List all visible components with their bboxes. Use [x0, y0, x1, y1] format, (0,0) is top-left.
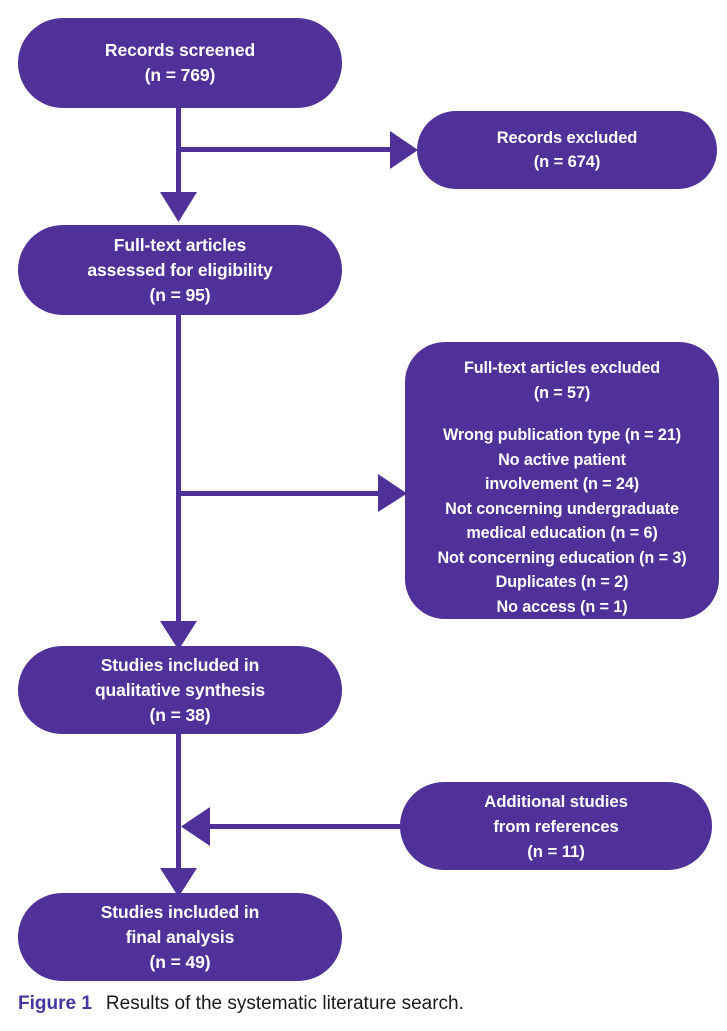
node-fulltext-excluded-reason-3b: medical education (n = 6)	[466, 524, 658, 542]
node-records-excluded: Records excluded (n = 674)	[417, 111, 717, 189]
node-fulltext-excluded-reason-2b: involvement (n = 24)	[484, 475, 640, 493]
node-records-excluded-line-2: (n = 674)	[533, 153, 601, 171]
node-studies-included-qualitative-synthesis: Studies included in qualitative synthesi…	[18, 646, 342, 734]
node-fulltext-articles-excluded: Full-text articles excluded (n = 57) Wro…	[405, 342, 719, 619]
node-records-screened-line-2: (n = 769)	[144, 65, 216, 85]
node-fulltext-assessed-line-3: (n = 95)	[149, 284, 211, 305]
node-fulltext-assessed-line-1: Full-text articles	[113, 234, 247, 255]
arrowhead-down-to-final	[160, 868, 197, 897]
arrowhead-right-to-fulltext-excluded	[378, 474, 407, 512]
connector-qualitative-to-final-line	[176, 734, 181, 870]
arrowhead-down-to-assessed	[160, 192, 197, 222]
node-qualitative-line-2: qualitative synthesis	[94, 679, 266, 700]
node-fulltext-excluded-reason-3a: Not concerning undergraduate	[445, 499, 679, 518]
node-final-line-3: (n = 49)	[149, 951, 211, 972]
node-additional-line-3: (n = 11)	[527, 841, 585, 861]
connector-assessed-to-qualitative-line	[176, 315, 181, 623]
node-fulltext-excluded-reason-2a: No active patient	[498, 450, 626, 469]
node-final-line-1: Studies included in	[100, 901, 260, 922]
node-records-screened: Records screened (n = 769)	[18, 18, 342, 108]
figure-caption-label: Figure 1	[18, 993, 92, 1014]
node-final-line-2: final analysis	[125, 926, 235, 947]
node-fulltext-excluded-reason-4: Not concerning education (n = 3)	[437, 548, 687, 567]
connector-screened-to-excluded-line	[176, 147, 390, 152]
figure-caption-text: Results of the systematic literature sea…	[105, 993, 464, 1014]
node-records-excluded-line-1: Records excluded	[496, 129, 638, 147]
node-fulltext-excluded-reason-5: Duplicates (n = 2)	[495, 573, 629, 591]
node-qualitative-line-3: (n = 38)	[149, 704, 211, 725]
node-studies-included-final-analysis: Studies included in final analysis (n = …	[18, 893, 342, 981]
node-additional-studies-from-references: Additional studies from references (n = …	[400, 782, 712, 870]
node-fulltext-excluded-reason-1: Wrong publication type (n = 21)	[442, 426, 682, 444]
node-fulltext-assessed-line-2: assessed for eligibility	[87, 259, 273, 280]
node-additional-line-1: Additional studies	[484, 791, 628, 811]
node-records-screened-line-1: Records screened	[104, 40, 256, 60]
node-qualitative-line-1: Studies included in	[100, 654, 260, 675]
arrowhead-right-to-records-excluded	[390, 131, 418, 169]
node-fulltext-excluded-line-1: Full-text articles excluded	[463, 359, 661, 377]
connector-assessed-to-fulltext-excluded-line	[176, 491, 378, 496]
figure-caption: Figure 1 Results of the systematic litera…	[18, 992, 718, 1016]
node-fulltext-excluded-reason-6: No access (n = 1)	[496, 597, 628, 616]
arrowhead-down-to-qualitative	[160, 621, 197, 650]
arrowhead-left-to-trunk	[181, 807, 210, 846]
node-fulltext-excluded-line-2: (n = 57)	[533, 383, 591, 402]
node-additional-line-2: from references	[493, 816, 619, 836]
node-fulltext-articles-assessed: Full-text articles assessed for eligibil…	[18, 225, 342, 315]
connector-additional-to-trunk-line	[210, 824, 402, 829]
